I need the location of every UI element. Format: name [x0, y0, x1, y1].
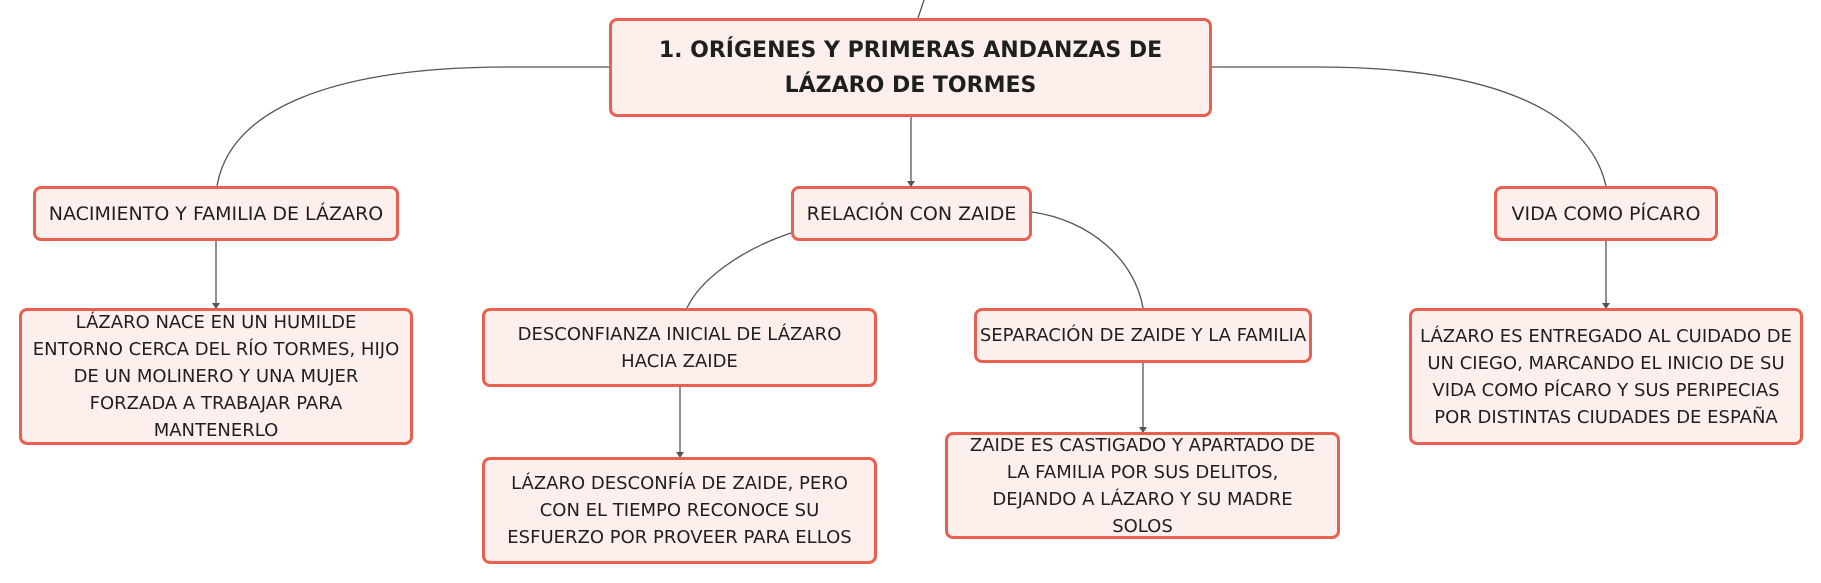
topic-desconfianza-label: DESCONFIANZA INICIAL DE LÁZARO HACIA ZAI… [517, 323, 842, 372]
topic-relacion-label: RELACIÓN CON ZAIDE [806, 202, 1017, 225]
arrowhead-relacion [907, 181, 915, 187]
arrowhead-separacion-detail [1139, 427, 1147, 433]
topic-nacimiento-label: NACIMIENTO Y FAMILIA DE LÁZARO [48, 202, 384, 225]
arrowhead-desconfianza-detail [676, 452, 684, 458]
detail-separacion[interactable]: ZAIDE ES CASTIGADO Y APARTADO DE LA FAMI… [945, 432, 1340, 539]
topic-nacimiento[interactable]: NACIMIENTO Y FAMILIA DE LÁZARO [33, 186, 399, 241]
detail-vida-como-picaro[interactable]: LÁZARO ES ENTREGADO AL CUIDADO DE UN CIE… [1409, 308, 1803, 445]
topic-relacion-con-zaide[interactable]: RELACIÓN CON ZAIDE [791, 186, 1032, 241]
detail-nacimiento-text: LÁZARO NACE EN UN HUMILDE ENTORNO CERCA … [32, 312, 400, 441]
connector-relacion-separacion [1031, 211, 1144, 309]
detail-desconfianza[interactable]: LÁZARO DESCONFÍA DE ZAIDE, PERO CON EL T… [482, 457, 877, 564]
detail-desconfianza-text: LÁZARO DESCONFÍA DE ZAIDE, PERO CON EL T… [507, 473, 852, 548]
connector-root-vida [1212, 66, 1607, 187]
topic-vida-como-picaro[interactable]: VIDA COMO PÍCARO [1494, 186, 1718, 241]
topic-separacion-label: SEPARACIÓN DE ZAIDE Y LA FAMILIA [979, 324, 1307, 346]
connector-relacion-desconfianza [686, 232, 792, 309]
topic-desconfianza-inicial[interactable]: DESCONFIANZA INICIAL DE LÁZARO HACIA ZAI… [482, 308, 877, 387]
connector-parent-root [917, 0, 925, 19]
detail-separacion-text: ZAIDE ES CASTIGADO Y APARTADO DE LA FAMI… [969, 434, 1316, 537]
root-topic-label: 1. ORÍGENES Y PRIMERAS ANDANZAS DE LÁZAR… [658, 37, 1163, 98]
topic-vida-label: VIDA COMO PÍCARO [1511, 202, 1701, 225]
connector-root-nacimiento [216, 66, 609, 187]
arrowhead-vida-detail [1602, 303, 1610, 309]
arrowhead-nacimiento-detail [212, 303, 220, 309]
root-topic[interactable]: 1. ORÍGENES Y PRIMERAS ANDANZAS DE LÁZAR… [609, 18, 1212, 117]
topic-separacion-de-zaide[interactable]: SEPARACIÓN DE ZAIDE Y LA FAMILIA [974, 308, 1312, 363]
detail-nacimiento[interactable]: LÁZARO NACE EN UN HUMILDE ENTORNO CERCA … [19, 308, 413, 445]
detail-vida-text: LÁZARO ES ENTREGADO AL CUIDADO DE UN CIE… [1420, 325, 1792, 428]
